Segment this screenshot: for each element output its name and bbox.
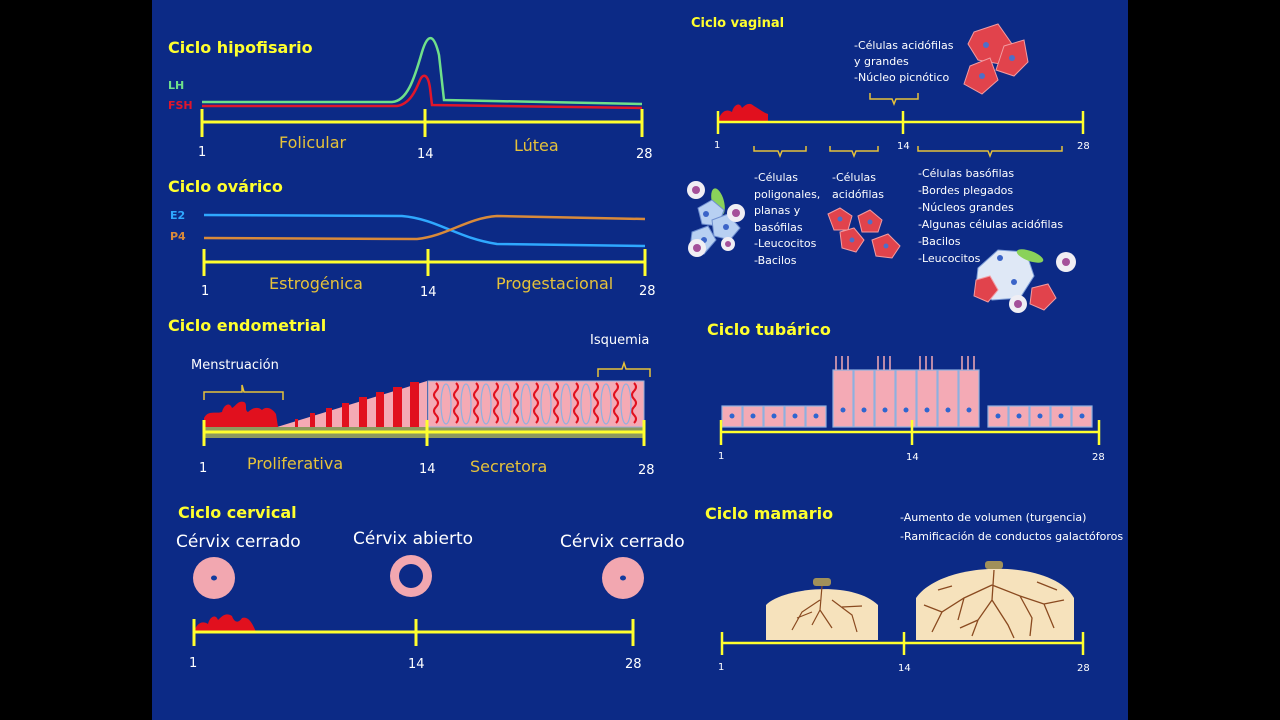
ovarico-title: Ciclo ovárico [168,177,283,196]
ovarico-tick-14: 14 [420,285,437,300]
endometrial-phase-proliferativa: Proliferativa [247,454,344,473]
p4-curve [203,214,646,241]
cervix-state-1: Cérvix cerrado [176,532,301,552]
tubarico-title: Ciclo tubárico [707,320,831,339]
cervical-axis [192,619,635,646]
menstruacion-brace [203,384,284,400]
secretory-vessels [440,383,632,425]
e2-label: E2 [170,209,186,222]
tubal-epithelium [721,369,1093,428]
fsh-label: FSH [168,99,193,112]
ovarico-axis [202,249,647,276]
isquemia-label: Isquemia [590,333,650,348]
cervical-menstruation-shape [194,614,256,632]
vaginal-tick-14: 14 [897,141,910,152]
vaginal-late-label: -Células basófilas -Bordes plegados -Núc… [918,167,1064,265]
endometrial-tick-1: 1 [199,461,208,476]
vaginal-tick-28: 28 [1077,141,1090,152]
slide: Ciclo hipofisario LH FSH Folicular Lútea… [152,0,1128,720]
cervical-tick-28: 28 [625,657,642,672]
secretory-glands [433,382,637,424]
vaginal-menstruation-shape [718,103,768,122]
mamario-tick-1: 1 [718,662,725,673]
hipofisario-tick-14: 14 [417,147,434,162]
hipofisario-tick-28: 28 [636,147,653,162]
mamario-axis [720,632,1085,655]
tubarico-tick-14: 14 [906,452,919,463]
cervical-tick-14: 14 [408,657,425,672]
vaginal-axis [716,111,1085,134]
endometrial-graph [202,360,651,446]
basophilic-cells-icon [687,181,745,257]
hipofisario-phase-folicular: Folicular [279,133,347,152]
hipofisario-tick-1: 1 [198,145,207,160]
fsh-curve [202,74,643,110]
vaginal-top-label: -Células acidófilas y grandes -Núcleo pi… [854,39,954,84]
breast-large-icon [916,561,1074,640]
vaginal-mid-brace [829,146,879,159]
p4-label: P4 [170,230,186,243]
late-cells-icon [973,249,1076,313]
lh-curve [202,36,643,106]
vaginal-late-brace [917,146,1063,159]
ovarico-tick-1: 1 [201,284,210,299]
mamario-title: Ciclo mamario [705,504,834,523]
lh-label: LH [168,79,185,92]
endometrial-axis [202,420,646,446]
cervix-closed-2-icon [602,557,644,599]
secretory-block [427,380,645,428]
hipofisario-title: Ciclo hipofisario [168,38,313,57]
endometrial-title: Ciclo endometrial [168,316,327,335]
isquemia-brace [597,360,651,377]
breast-small-icon [766,578,878,640]
menstruation-shape [204,401,278,427]
proliferative-glands [295,382,419,427]
ovarico-graph [202,213,647,276]
cervical-graph [192,555,644,646]
mamario-tick-28: 28 [1077,663,1090,674]
hipofisario-axis [200,109,644,137]
vaginal-tick-1: 1 [714,140,721,151]
mamario-tick-14: 14 [898,663,911,674]
tubal-cilia [835,356,975,370]
tubarico-graph [719,356,1101,445]
vaginal-graph [687,23,1085,313]
vaginal-mid-label: -Células acidófilas [832,171,885,201]
menstruacion-label: Menstruación [191,358,279,373]
ovarico-phase-progestacional: Progestacional [496,274,614,293]
tubarico-axis [719,420,1101,445]
tubal-nuclei [729,407,1085,419]
vaginal-early-brace [753,146,807,159]
cervical-tick-1: 1 [189,656,198,671]
e2-curve [203,213,646,248]
hipofisario-phase-lutea: Lútea [514,136,559,155]
cervical-title: Ciclo cervical [178,503,297,522]
tubarico-tick-1: 1 [718,451,725,462]
endometrial-tick-14: 14 [419,462,436,477]
cervix-open-icon [390,555,432,597]
endometrial-tick-28: 28 [638,463,655,478]
hipofisario-graph [200,36,644,137]
tubarico-tick-28: 28 [1092,452,1105,463]
cervix-state-2: Cérvix abierto [353,529,474,549]
mamario-label: -Aumento de volumen (turgencia) -Ramific… [900,511,1124,543]
endometrial-phase-secretora: Secretora [470,457,548,476]
vaginal-early-label: -Células poligonales, planas y basófilas… [754,171,821,267]
vaginal-title: Ciclo vaginal [691,16,785,31]
ovarico-tick-28: 28 [639,284,656,299]
mamario-graph [720,561,1085,655]
vaginal-top-brace [869,93,919,107]
cervix-state-3: Cérvix cerrado [560,532,685,552]
ovarico-phase-estrogenica: Estrogénica [269,274,363,293]
cervix-closed-1-icon [193,557,235,599]
